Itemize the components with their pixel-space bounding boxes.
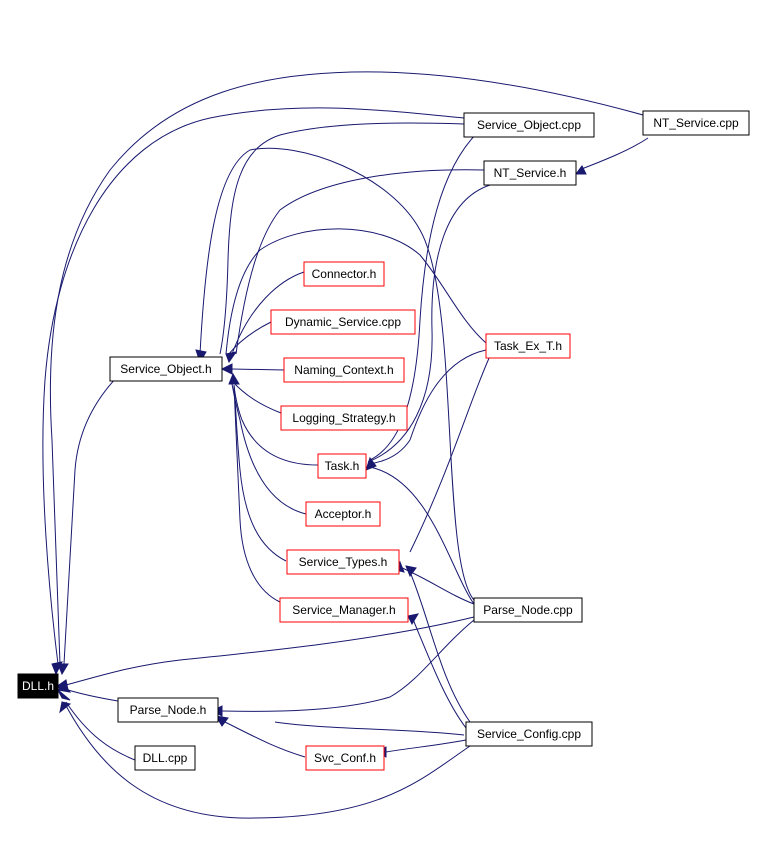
edge-parse-node-h-to-dll-h bbox=[67, 689, 119, 702]
edge-service-config-cpp-to-dll-h bbox=[63, 701, 471, 819]
edge-svc-conf-h-to-parse-node-h bbox=[224, 721, 306, 758]
arrow-service-manager-h bbox=[407, 613, 420, 626]
node-label: Service_Object.cpp bbox=[477, 118, 581, 132]
node-service-manager-h[interactable]: Service_Manager.h bbox=[279, 597, 409, 623]
node-label: Acceptor.h bbox=[315, 507, 372, 521]
edge-logging-strategy-to-service-object-h bbox=[231, 380, 282, 414]
arrow-dll-h-3 bbox=[57, 663, 69, 676]
node-naming-context-h[interactable]: Naming_Context.h bbox=[283, 357, 405, 383]
edge-dll-cpp-to-dll-h bbox=[65, 701, 136, 761]
edge-task-ex-t-to-service-object-h bbox=[225, 228, 487, 355]
node-label: Parse_Node.h bbox=[130, 703, 207, 717]
edge-dynamic-service-to-service-object-h bbox=[227, 321, 272, 356]
arrow-service-object-h-2 bbox=[225, 351, 238, 364]
node-service-config-cpp[interactable]: Service_Config.cpp bbox=[465, 721, 593, 747]
node-label: Connector.h bbox=[312, 267, 377, 281]
node-acceptor-h[interactable]: Acceptor.h bbox=[305, 501, 381, 527]
arrow-parse-node-h-2 bbox=[215, 715, 229, 727]
edge-nt-service-h-to-service-object-h bbox=[235, 169, 485, 355]
node-label: Logging_Strategy.h bbox=[292, 411, 395, 425]
node-label: Svc_Conf.h bbox=[314, 751, 376, 765]
edge-task-h-to-service-object-h bbox=[233, 384, 319, 466]
node-parse-node-cpp[interactable]: Parse_Node.cpp bbox=[473, 597, 583, 623]
node-label: Parse_Node.cpp bbox=[483, 603, 573, 617]
arrow-service-types-h-2 bbox=[405, 565, 417, 578]
edge-service-object-cpp-to-task-h bbox=[369, 131, 479, 461]
arrow-dll-h-1 bbox=[57, 689, 71, 701]
arrow-dll-h-6 bbox=[54, 679, 69, 691]
edge-service-object-cpp-to-service-object-h bbox=[219, 122, 465, 355]
edge-nt-service-cpp-to-dll-h bbox=[49, 71, 644, 665]
edge-service-config-cpp-to-svc-conf-h bbox=[385, 739, 467, 753]
node-connector-h[interactable]: Connector.h bbox=[303, 261, 385, 287]
node-service-types-h[interactable]: Service_Types.h bbox=[286, 549, 400, 575]
arrow-service-object-h-4 bbox=[228, 372, 240, 385]
edge-parse-node-cpp-to-service-object-h bbox=[199, 147, 475, 601]
node-label: Naming_Context.h bbox=[294, 363, 393, 377]
node-label: NT_Service.cpp bbox=[653, 116, 739, 130]
node-svc-conf-h[interactable]: Svc_Conf.h bbox=[305, 745, 385, 771]
node-label: Service_Manager.h bbox=[292, 603, 395, 617]
node-label: Dynamic_Service.cpp bbox=[285, 315, 401, 329]
node-task-ex-t-h[interactable]: Task_Ex_T.h bbox=[485, 333, 571, 359]
edge-task-ex-t-to-service-types-h bbox=[409, 355, 491, 553]
edge-service-config-cpp-to-parse-node-h bbox=[274, 721, 465, 736]
edge-service-config-cpp-to-service-types-h bbox=[409, 571, 471, 723]
edge-service-object-h-to-dll-h bbox=[63, 375, 119, 665]
node-label: Service_Object.h bbox=[120, 362, 211, 376]
node-dll-h[interactable]: DLL.h bbox=[17, 673, 59, 699]
node-label: DLL.h bbox=[22, 679, 54, 693]
edge-parse-node-cpp-to-task-h bbox=[369, 466, 475, 605]
arrow-service-object-h-1 bbox=[220, 363, 233, 375]
node-nt-service-cpp[interactable]: NT_Service.cpp bbox=[642, 110, 750, 136]
edge-service-manager-to-service-object-h bbox=[233, 385, 281, 603]
edge-naming-context-to-service-object-h bbox=[231, 368, 285, 371]
edge-parse-node-cpp-to-dll-h bbox=[65, 616, 475, 686]
edge-nt-service-cpp-to-nt-service-h bbox=[578, 137, 649, 171]
node-logging-strategy-h[interactable]: Logging_Strategy.h bbox=[280, 405, 408, 431]
edge-parse-node-cpp-to-parse-node-h bbox=[221, 619, 475, 712]
node-label: Service_Config.cpp bbox=[477, 727, 581, 741]
node-label: Task_Ex_T.h bbox=[494, 339, 562, 353]
arrow-nt-service-h bbox=[575, 165, 587, 175]
arrow-dll-h-5 bbox=[59, 701, 72, 714]
node-service-object-h[interactable]: Service_Object.h bbox=[109, 356, 223, 382]
arrow-dll-h-4 bbox=[51, 661, 63, 676]
node-parse-node-h[interactable]: Parse_Node.h bbox=[117, 697, 219, 723]
node-task-h[interactable]: Task.h bbox=[317, 453, 367, 479]
edge-service-object-cpp-to-dll-h bbox=[42, 107, 465, 665]
edge-task-ex-t-to-task-h bbox=[367, 349, 487, 465]
node-label: DLL.cpp bbox=[143, 751, 188, 765]
node-dll-cpp[interactable]: DLL.cpp bbox=[134, 745, 196, 771]
edges bbox=[42, 71, 649, 819]
node-service-object-cpp[interactable]: Service_Object.cpp bbox=[463, 112, 595, 138]
node-nt-service-h[interactable]: NT_Service.h bbox=[483, 160, 577, 186]
node-dynamic-service-cpp[interactable]: Dynamic_Service.cpp bbox=[270, 309, 416, 335]
node-label: Service_Types.h bbox=[299, 555, 388, 569]
node-label: Task.h bbox=[325, 459, 360, 473]
edge-service-types-to-service-object-h bbox=[233, 384, 287, 562]
edge-service-config-cpp-to-service-manager-h bbox=[411, 616, 467, 729]
arrow-task-h bbox=[365, 456, 377, 471]
node-label: NT_Service.h bbox=[494, 166, 567, 180]
edge-acceptor-to-service-object-h bbox=[231, 383, 307, 515]
edge-nt-service-h-to-task-h bbox=[367, 184, 491, 463]
